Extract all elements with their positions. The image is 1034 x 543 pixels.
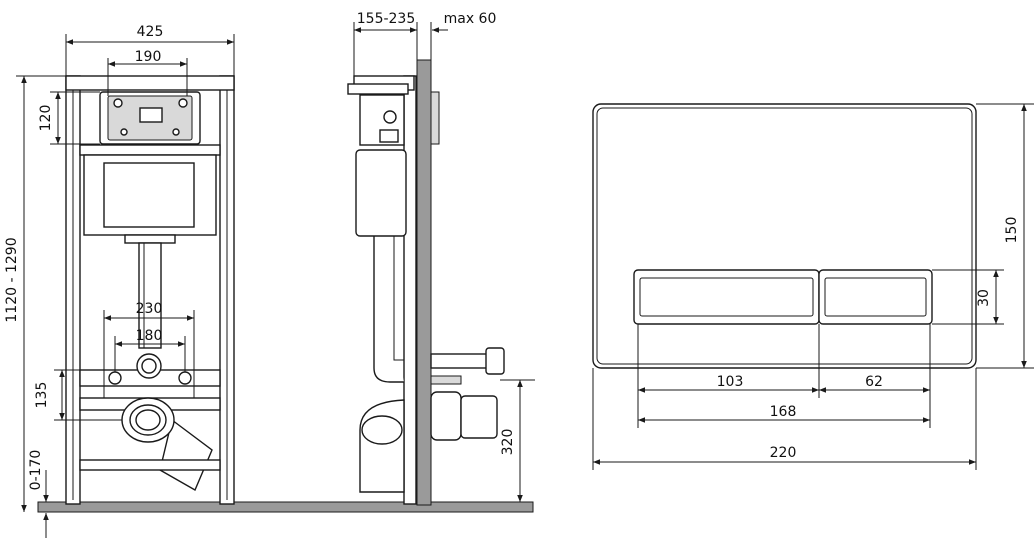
frame-top-bar <box>65 75 235 91</box>
dim-plate-width: 220 <box>770 445 797 461</box>
side-view: 155-235 max 60 320 <box>347 11 535 506</box>
dim-mount-width: 190 <box>135 49 162 65</box>
bolt-left <box>108 371 122 385</box>
flush-plate-view: 150 30 103 62 168 220 <box>592 103 1034 470</box>
floor-slab <box>37 501 534 513</box>
dim-total-height: 1120 - 1290 <box>4 237 20 322</box>
dim-max-depth: max 60 <box>444 11 497 27</box>
dim-button-height: 30 <box>976 289 992 307</box>
drain-connector <box>430 391 462 441</box>
dim-button-small: 62 <box>865 374 883 390</box>
flush-plate <box>592 103 977 369</box>
front-view: 425 190 120 1120 - 1290 230 180 135 0-17… <box>4 24 534 538</box>
dim-drain-height: 135 <box>34 382 50 409</box>
drain-bend <box>359 399 405 493</box>
dim-mount-height: 120 <box>38 105 54 132</box>
side-cistern <box>355 149 407 237</box>
dim-button-large: 103 <box>717 374 744 390</box>
dim-wall-depth: 155-235 <box>357 11 416 27</box>
dim-foot-adjust: 0-170 <box>28 450 44 491</box>
flush-button-small <box>818 269 933 325</box>
dim-outlet-height: 320 <box>500 429 516 456</box>
bolt-right <box>178 371 192 385</box>
water-inlet <box>430 353 492 369</box>
dim-pipe-span-outer: 230 <box>136 301 163 317</box>
dim-button-span: 168 <box>770 404 797 420</box>
dim-pipe-span-inner: 180 <box>136 328 163 344</box>
dim-plate-height: 150 <box>1004 217 1020 244</box>
dim-frame-width: 425 <box>137 24 164 40</box>
wall-section <box>416 59 432 506</box>
